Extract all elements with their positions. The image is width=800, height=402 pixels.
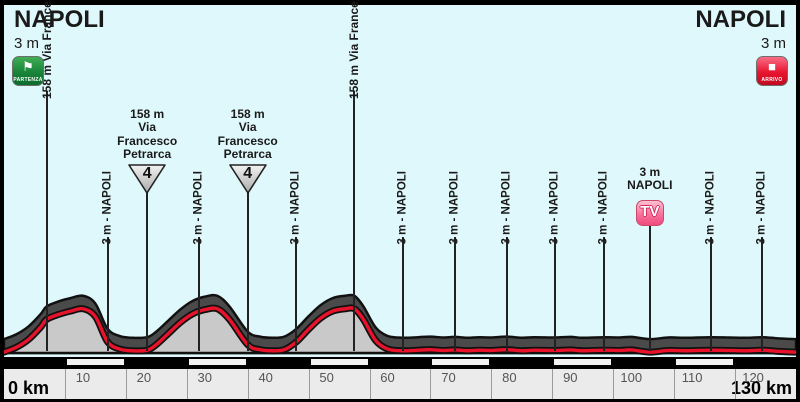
gpm-triangle-icon: 4 bbox=[228, 163, 267, 194]
axis-tick bbox=[247, 369, 249, 399]
finish-city-name: NAPOLI bbox=[695, 6, 786, 33]
axis-tick bbox=[186, 369, 188, 399]
climb-marker-line bbox=[146, 190, 149, 351]
marker-label: 3 m - NAPOLI bbox=[500, 171, 513, 245]
start-badge-label: PARTENZA bbox=[13, 77, 43, 83]
checkered-flag-icon: ⚑ bbox=[22, 59, 34, 74]
axis-tick bbox=[64, 369, 66, 399]
marker-line bbox=[709, 237, 712, 351]
start-city-name: NAPOLI bbox=[14, 6, 105, 33]
frame-right-border bbox=[796, 0, 800, 402]
axis-tick-label: 90 bbox=[563, 370, 578, 385]
marker-line bbox=[402, 237, 405, 351]
frame-left-border bbox=[0, 0, 4, 402]
km-segment bbox=[676, 359, 734, 365]
axis-tick-label: 80 bbox=[502, 370, 517, 385]
marker-label: 158 m Via Francesco Petrarca bbox=[347, 0, 362, 99]
axis-tick bbox=[308, 369, 310, 399]
marker-line bbox=[505, 237, 508, 351]
axis-tick-label: 70 bbox=[441, 370, 456, 385]
marker-label: 3 m - NAPOLI bbox=[704, 171, 717, 245]
marker-label: 3 m - NAPOLI bbox=[289, 171, 302, 245]
axis-tick-label: 120 bbox=[742, 370, 764, 385]
marker-line bbox=[603, 237, 606, 351]
marker-label: 3 m - NAPOLI bbox=[548, 171, 561, 245]
axis-tick-label: 100 bbox=[620, 370, 643, 385]
start-city-altitude: 3 m bbox=[14, 35, 40, 52]
axis-tick bbox=[125, 369, 127, 399]
sprint-marker-line bbox=[648, 226, 651, 351]
axis-tick bbox=[613, 369, 615, 399]
marker-line bbox=[45, 91, 48, 351]
axis-tick bbox=[735, 369, 737, 399]
finish-badge-label: ARRIVO bbox=[761, 77, 783, 83]
profile-plot-area: 158 m Via Francesco Petrarca 3 m - NAPOLI… bbox=[4, 0, 796, 357]
axis-tick bbox=[430, 369, 432, 399]
marker-line bbox=[554, 237, 557, 351]
km-segment bbox=[310, 359, 368, 365]
climb-marker-line bbox=[246, 190, 249, 351]
finish-arrivo-badge[interactable]: ■ ARRIVO bbox=[756, 56, 788, 86]
finish-arch-icon: ■ bbox=[768, 59, 776, 74]
marker-label: 3 m - NAPOLI bbox=[597, 171, 610, 245]
axis-tick-label: 60 bbox=[380, 370, 395, 385]
tv-sprint-icon[interactable]: TV bbox=[635, 200, 664, 226]
marker-line bbox=[197, 237, 200, 351]
axis-tick bbox=[369, 369, 371, 399]
climb-category: 4 bbox=[243, 164, 253, 182]
frame-bottom-border bbox=[0, 397, 800, 402]
marker-line bbox=[453, 237, 456, 351]
km-indicator-strip bbox=[4, 357, 796, 367]
gpm-triangle-icon: 4 bbox=[128, 163, 166, 194]
climb-category: 4 bbox=[142, 164, 152, 182]
km-segment bbox=[432, 359, 490, 365]
axis-end-label: 130 km bbox=[730, 378, 792, 398]
marker-line bbox=[353, 91, 356, 351]
finish-city-block: NAPOLI 3 m bbox=[695, 6, 786, 53]
finish-city-altitude: 3 m bbox=[760, 35, 786, 52]
marker-label: 3 m - NAPOLI bbox=[192, 171, 205, 245]
marker-label: 3 m - NAPOLI bbox=[448, 171, 461, 245]
axis-tick-label: 40 bbox=[258, 370, 273, 385]
axis-tick-label: 20 bbox=[136, 370, 152, 385]
km-segment bbox=[554, 359, 612, 365]
start-city-block: NAPOLI 3 m bbox=[14, 6, 105, 53]
marker-line bbox=[106, 237, 109, 351]
axis-start-label: 0 km bbox=[8, 378, 50, 398]
marker-label: 3 m - NAPOLI bbox=[101, 171, 114, 245]
tv-badge-text: TV bbox=[640, 203, 660, 220]
axis-tick-label: 10 bbox=[75, 370, 91, 385]
marker-label: 3 m - NAPOLI bbox=[396, 171, 409, 245]
ridge-silhouette bbox=[4, 293, 796, 355]
axis-tick-label: 30 bbox=[197, 370, 212, 385]
marker-label: 3 m - NAPOLI bbox=[755, 171, 768, 245]
marker-line bbox=[761, 237, 764, 351]
axis-tick bbox=[552, 369, 554, 399]
distance-axis: 0 km 130 km 10 20 30 40 50 60 70 80 90 100 110 120 bbox=[4, 367, 796, 399]
frame-top-border bbox=[0, 0, 800, 5]
axis-tick bbox=[674, 369, 676, 399]
marker-line bbox=[295, 237, 298, 351]
km-segment bbox=[66, 359, 124, 365]
axis-tick bbox=[491, 369, 493, 399]
km-segment bbox=[188, 359, 246, 365]
axis-tick-label: 50 bbox=[319, 370, 334, 385]
axis-tick-label: 110 bbox=[681, 370, 703, 385]
start-partenza-badge[interactable]: ⚑ PARTENZA bbox=[12, 56, 44, 86]
